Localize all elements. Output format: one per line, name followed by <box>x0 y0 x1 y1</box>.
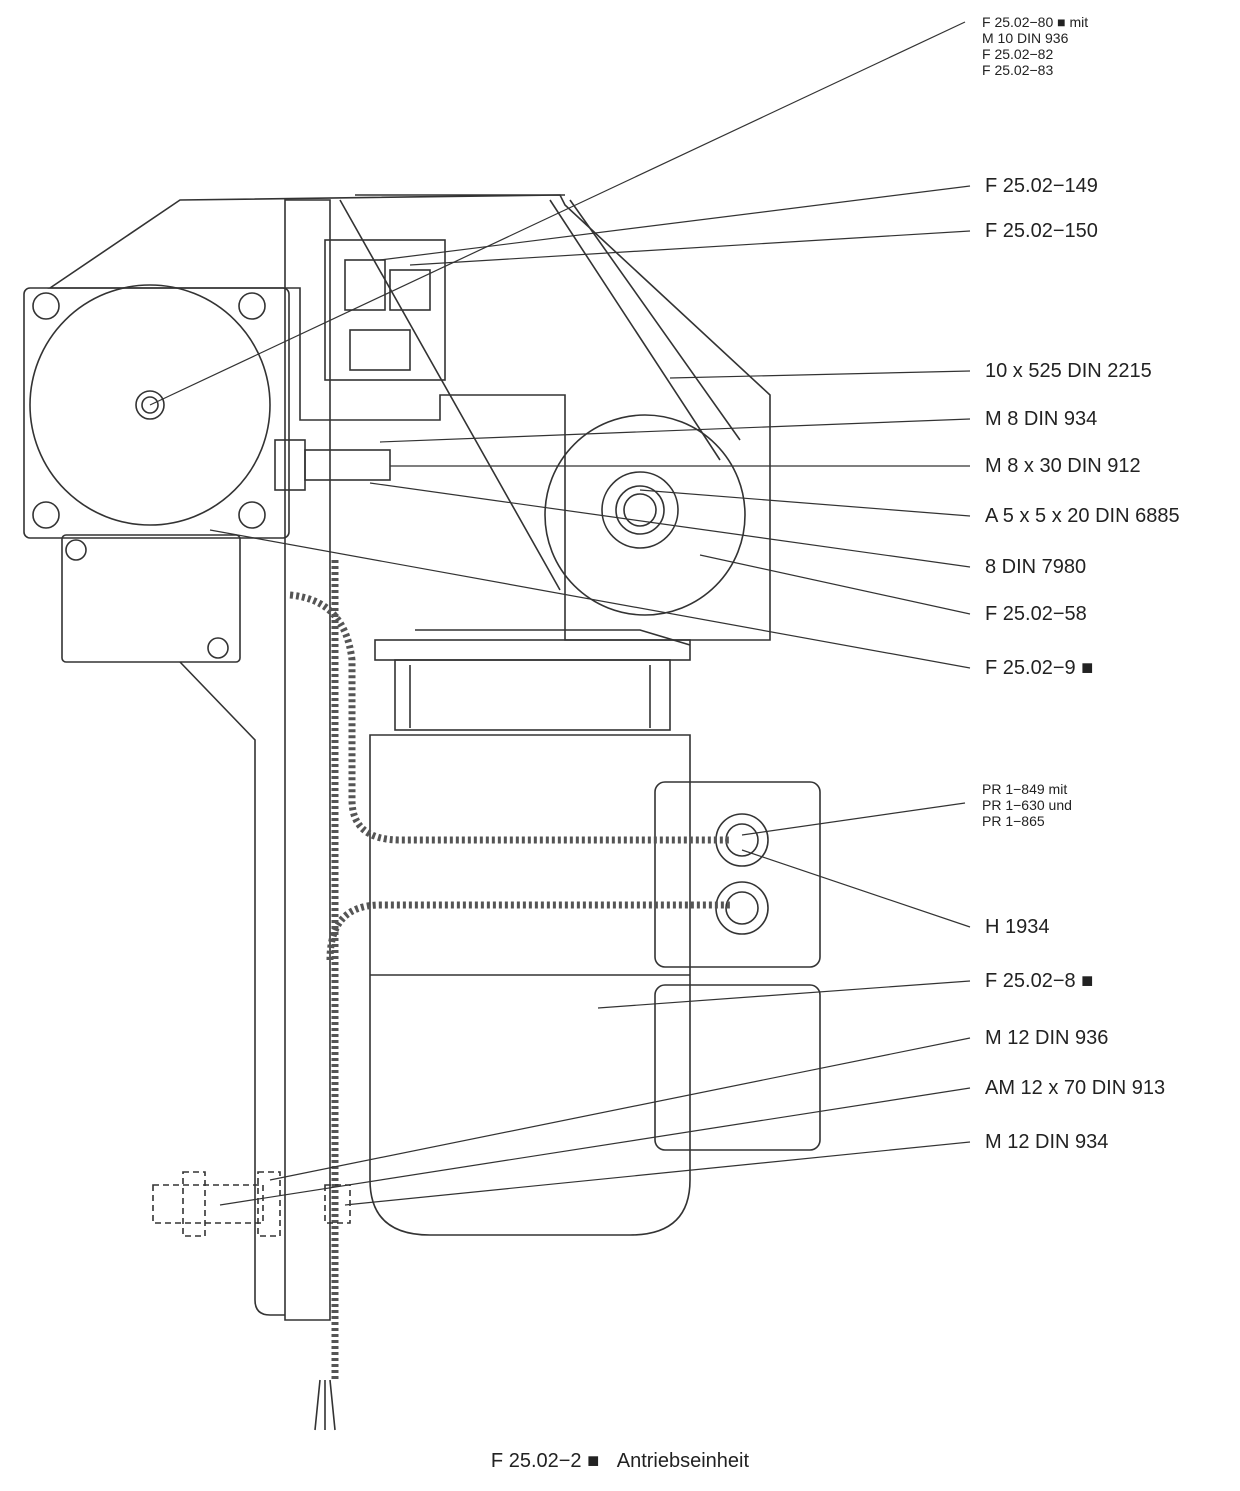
label-key: A 5 x 5 x 20 DIN 6885 <box>985 505 1180 527</box>
label-belt: 10 x 525 DIN 2215 <box>985 360 1152 382</box>
label-m8-nut: M 8 DIN 934 <box>985 408 1098 430</box>
pulley <box>544 414 746 616</box>
stepper-motor-plate <box>23 287 290 539</box>
motor-terminal-box-lower <box>654 984 821 1151</box>
group-mid-line-2: PR 1−630 und <box>982 797 1072 813</box>
label-h1934: H 1934 <box>985 916 1050 938</box>
cable-conduits <box>289 560 730 1380</box>
label-f25-02-9: F 25.02−9 ■ <box>985 657 1094 679</box>
part-group-mid: PR 1−849 mit PR 1−630 und PR 1−865 <box>982 781 1072 829</box>
label-m8-screw: M 8 x 30 DIN 912 <box>985 455 1141 477</box>
label-f25-02-8: F 25.02−8 ■ <box>985 970 1094 992</box>
figure-caption: F 25.02−2 ■ Antriebseinheit <box>0 1450 1240 1473</box>
group-top-line-2: M 10 DIN 936 <box>982 30 1069 46</box>
vertical-column <box>284 199 331 1321</box>
group-mid-line-1: PR 1−849 mit <box>982 781 1068 797</box>
upper-housing <box>47 194 771 641</box>
group-mid-line-3: PR 1−865 <box>982 813 1045 829</box>
motor-terminal-box-upper <box>654 781 821 968</box>
stepper-motor-disc <box>29 284 271 526</box>
caption-code: F 25.02−2 ■ <box>490 1450 600 1472</box>
label-washer: 8 DIN 7980 <box>985 556 1087 578</box>
label-f25-02-150: F 25.02−150 <box>985 220 1098 242</box>
caption-title: Antriebseinheit <box>616 1450 750 1472</box>
group-top-line-3: F 25.02−82 <box>982 46 1054 62</box>
motor-body <box>369 734 691 1236</box>
label-m12-936: M 12 DIN 936 <box>985 1027 1109 1049</box>
plate-screws <box>32 292 266 529</box>
belt <box>339 194 741 591</box>
leader-lines <box>149 21 971 1206</box>
label-f25-02-149: F 25.02−149 <box>985 175 1098 197</box>
part-group-top: F 25.02−80 ■ mit M 10 DIN 936 F 25.02−82… <box>982 14 1088 78</box>
label-f25-02-58: F 25.02−58 <box>985 603 1087 625</box>
group-top-line-1: F 25.02−80 ■ mit <box>982 14 1089 30</box>
terminal-box <box>61 534 241 663</box>
label-m12-934: M 12 DIN 934 <box>985 1131 1109 1153</box>
group-top-line-4: F 25.02−83 <box>982 62 1054 78</box>
mounting-bolt-dashed <box>152 1171 351 1237</box>
label-am12x70: AM 12 x 70 DIN 913 <box>985 1077 1166 1099</box>
